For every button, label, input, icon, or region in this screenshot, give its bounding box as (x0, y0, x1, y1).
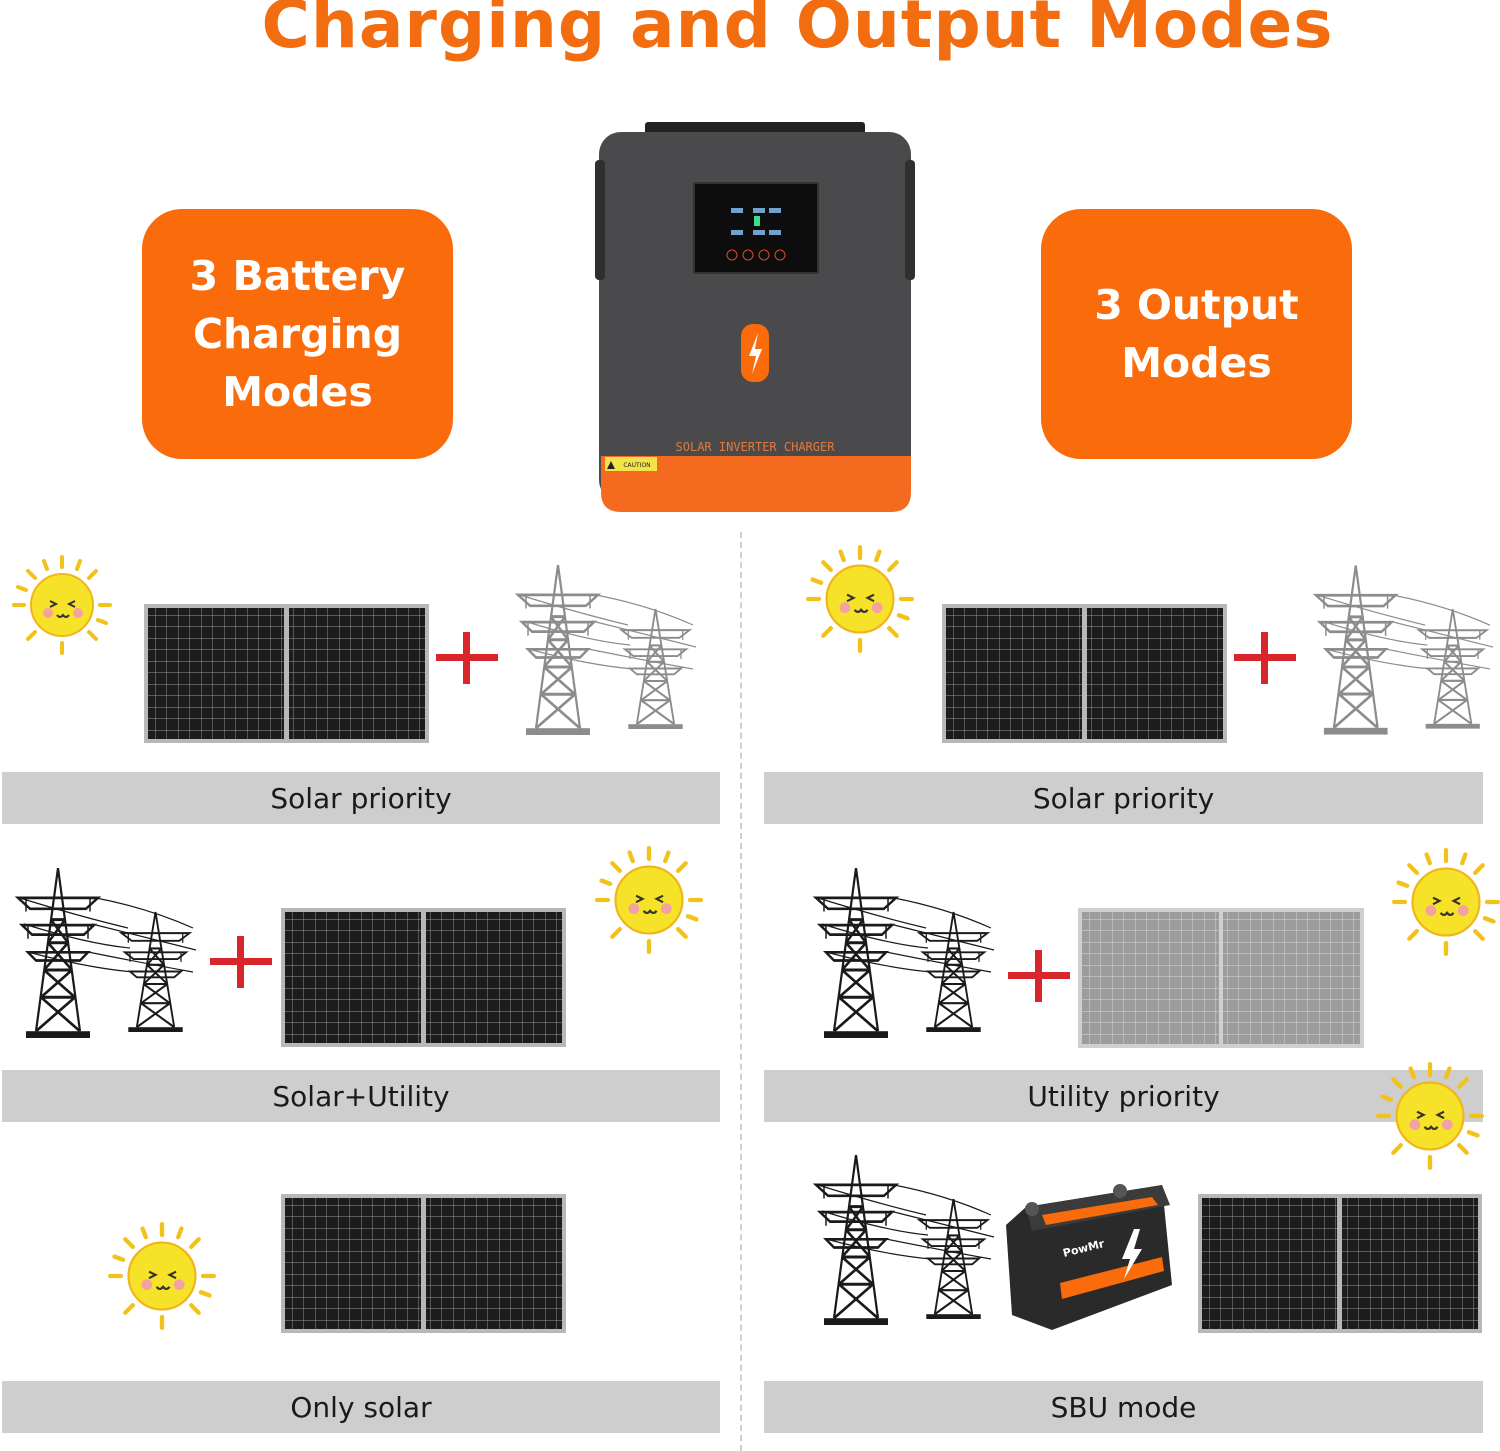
caution-sticker: CAUTION (623, 462, 650, 469)
output-modes-label: 3 Output Modes (1094, 281, 1299, 387)
column-divider (740, 532, 742, 1451)
solar-panel-image (144, 604, 429, 743)
charging-mode-label-3: Only solar (2, 1381, 720, 1433)
inverter-label: SOLAR INVERTER CHARGER (676, 440, 836, 454)
solar-panel-image (1198, 1194, 1482, 1333)
sun-icon (1392, 846, 1500, 958)
output-mode-label-3: SBU mode (764, 1381, 1483, 1433)
plus-icon (1008, 950, 1070, 1002)
page-title: Charging and Output Modes (261, 0, 1334, 63)
power-tower-icon (1306, 565, 1500, 743)
battery-image: PowMr (1006, 1184, 1172, 1330)
solar-panel-image (281, 1194, 566, 1333)
power-tower-icon (8, 868, 203, 1046)
plus-icon (436, 632, 498, 684)
inverter-image: SOLAR INVERTER CHARGER CAUTION (595, 122, 915, 512)
battery-charging-modes-box: 3 Battery Charging Modes (142, 209, 453, 459)
output-mode-label-2: Utility priority (764, 1070, 1483, 1122)
sun-icon (1376, 1060, 1484, 1172)
charging-mode-label-2: Solar+Utility (2, 1070, 720, 1122)
power-tower-icon (806, 868, 1001, 1046)
output-modes-box: 3 Output Modes (1041, 209, 1352, 459)
sun-icon (806, 543, 914, 655)
sun-icon (595, 845, 703, 955)
battery-charging-modes-label: 3 Battery Charging Modes (189, 252, 406, 416)
solar-panel-image (281, 908, 566, 1047)
plus-icon (1234, 632, 1296, 684)
sun-icon (108, 1220, 216, 1332)
plus-icon (210, 936, 272, 988)
solar-panel-image (942, 604, 1227, 743)
power-tower-icon (508, 565, 703, 743)
output-mode-label-1: Solar priority (764, 772, 1483, 824)
sun-icon (12, 555, 112, 655)
charging-mode-label-1: Solar priority (2, 772, 720, 824)
solar-panel-image (1078, 908, 1364, 1048)
power-tower-icon (806, 1155, 1001, 1333)
inverter-lcd-screen (693, 182, 819, 274)
